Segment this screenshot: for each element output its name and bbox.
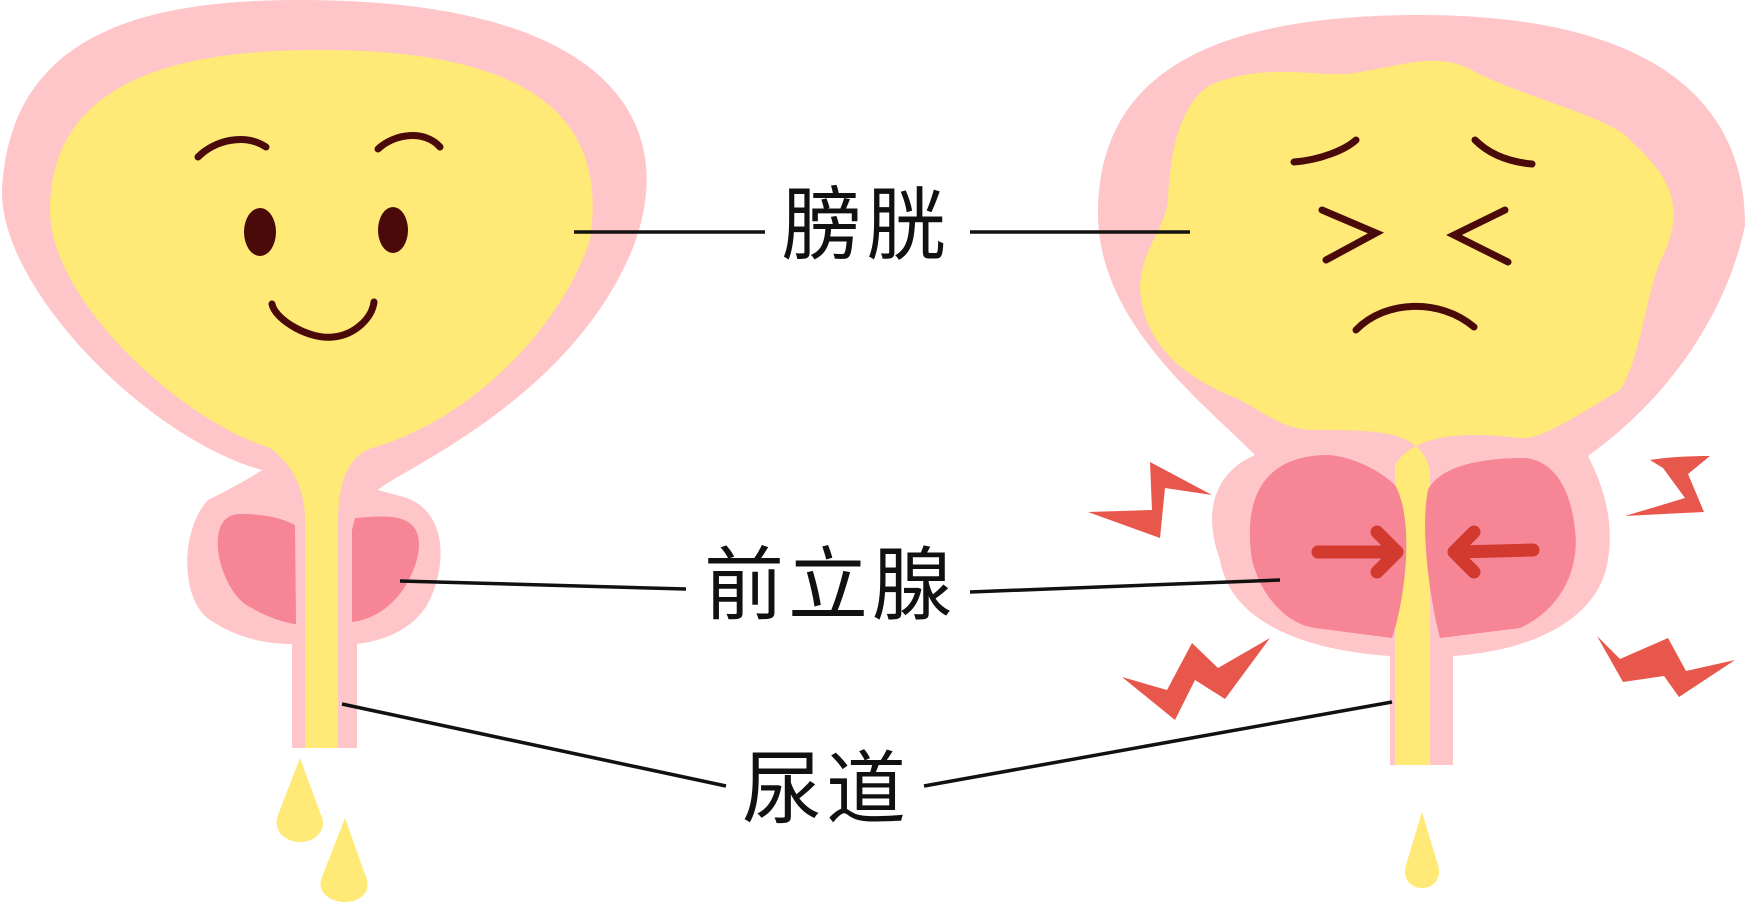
enlarged-prostate-illustration <box>1088 15 1745 888</box>
prostate-leader-left <box>399 579 687 591</box>
healthy-urine-drop-1 <box>276 758 323 842</box>
enlarged-urine-drop <box>1404 812 1440 888</box>
inward-arrow-icon <box>1311 525 1540 579</box>
healthy-bladder-urine <box>50 50 593 748</box>
enlarged-bladder-urine <box>1140 60 1674 766</box>
healthy-prostate-lobe-right <box>352 516 419 622</box>
leader-lines <box>341 230 1393 788</box>
smiling-face-icon <box>194 132 444 341</box>
healthy-prostate-lobe-left <box>217 514 296 624</box>
urethra-leader-left <box>341 702 727 788</box>
healthy-urine-drop-2 <box>320 818 368 902</box>
distressed-face-icon <box>1290 136 1536 334</box>
prostate-leader-right <box>969 578 1281 594</box>
healthy-bladder-illustration <box>1 0 647 902</box>
smiling-eye-right <box>378 207 408 253</box>
prostate-label: 前立腺 <box>704 539 956 632</box>
pain-lightning-icon <box>1088 456 1735 720</box>
urethra-label: 尿道 <box>742 743 910 836</box>
urethra-leader-right <box>923 700 1393 788</box>
bladder-label: 膀胱 <box>782 179 950 272</box>
smiling-eye-left <box>244 208 276 256</box>
